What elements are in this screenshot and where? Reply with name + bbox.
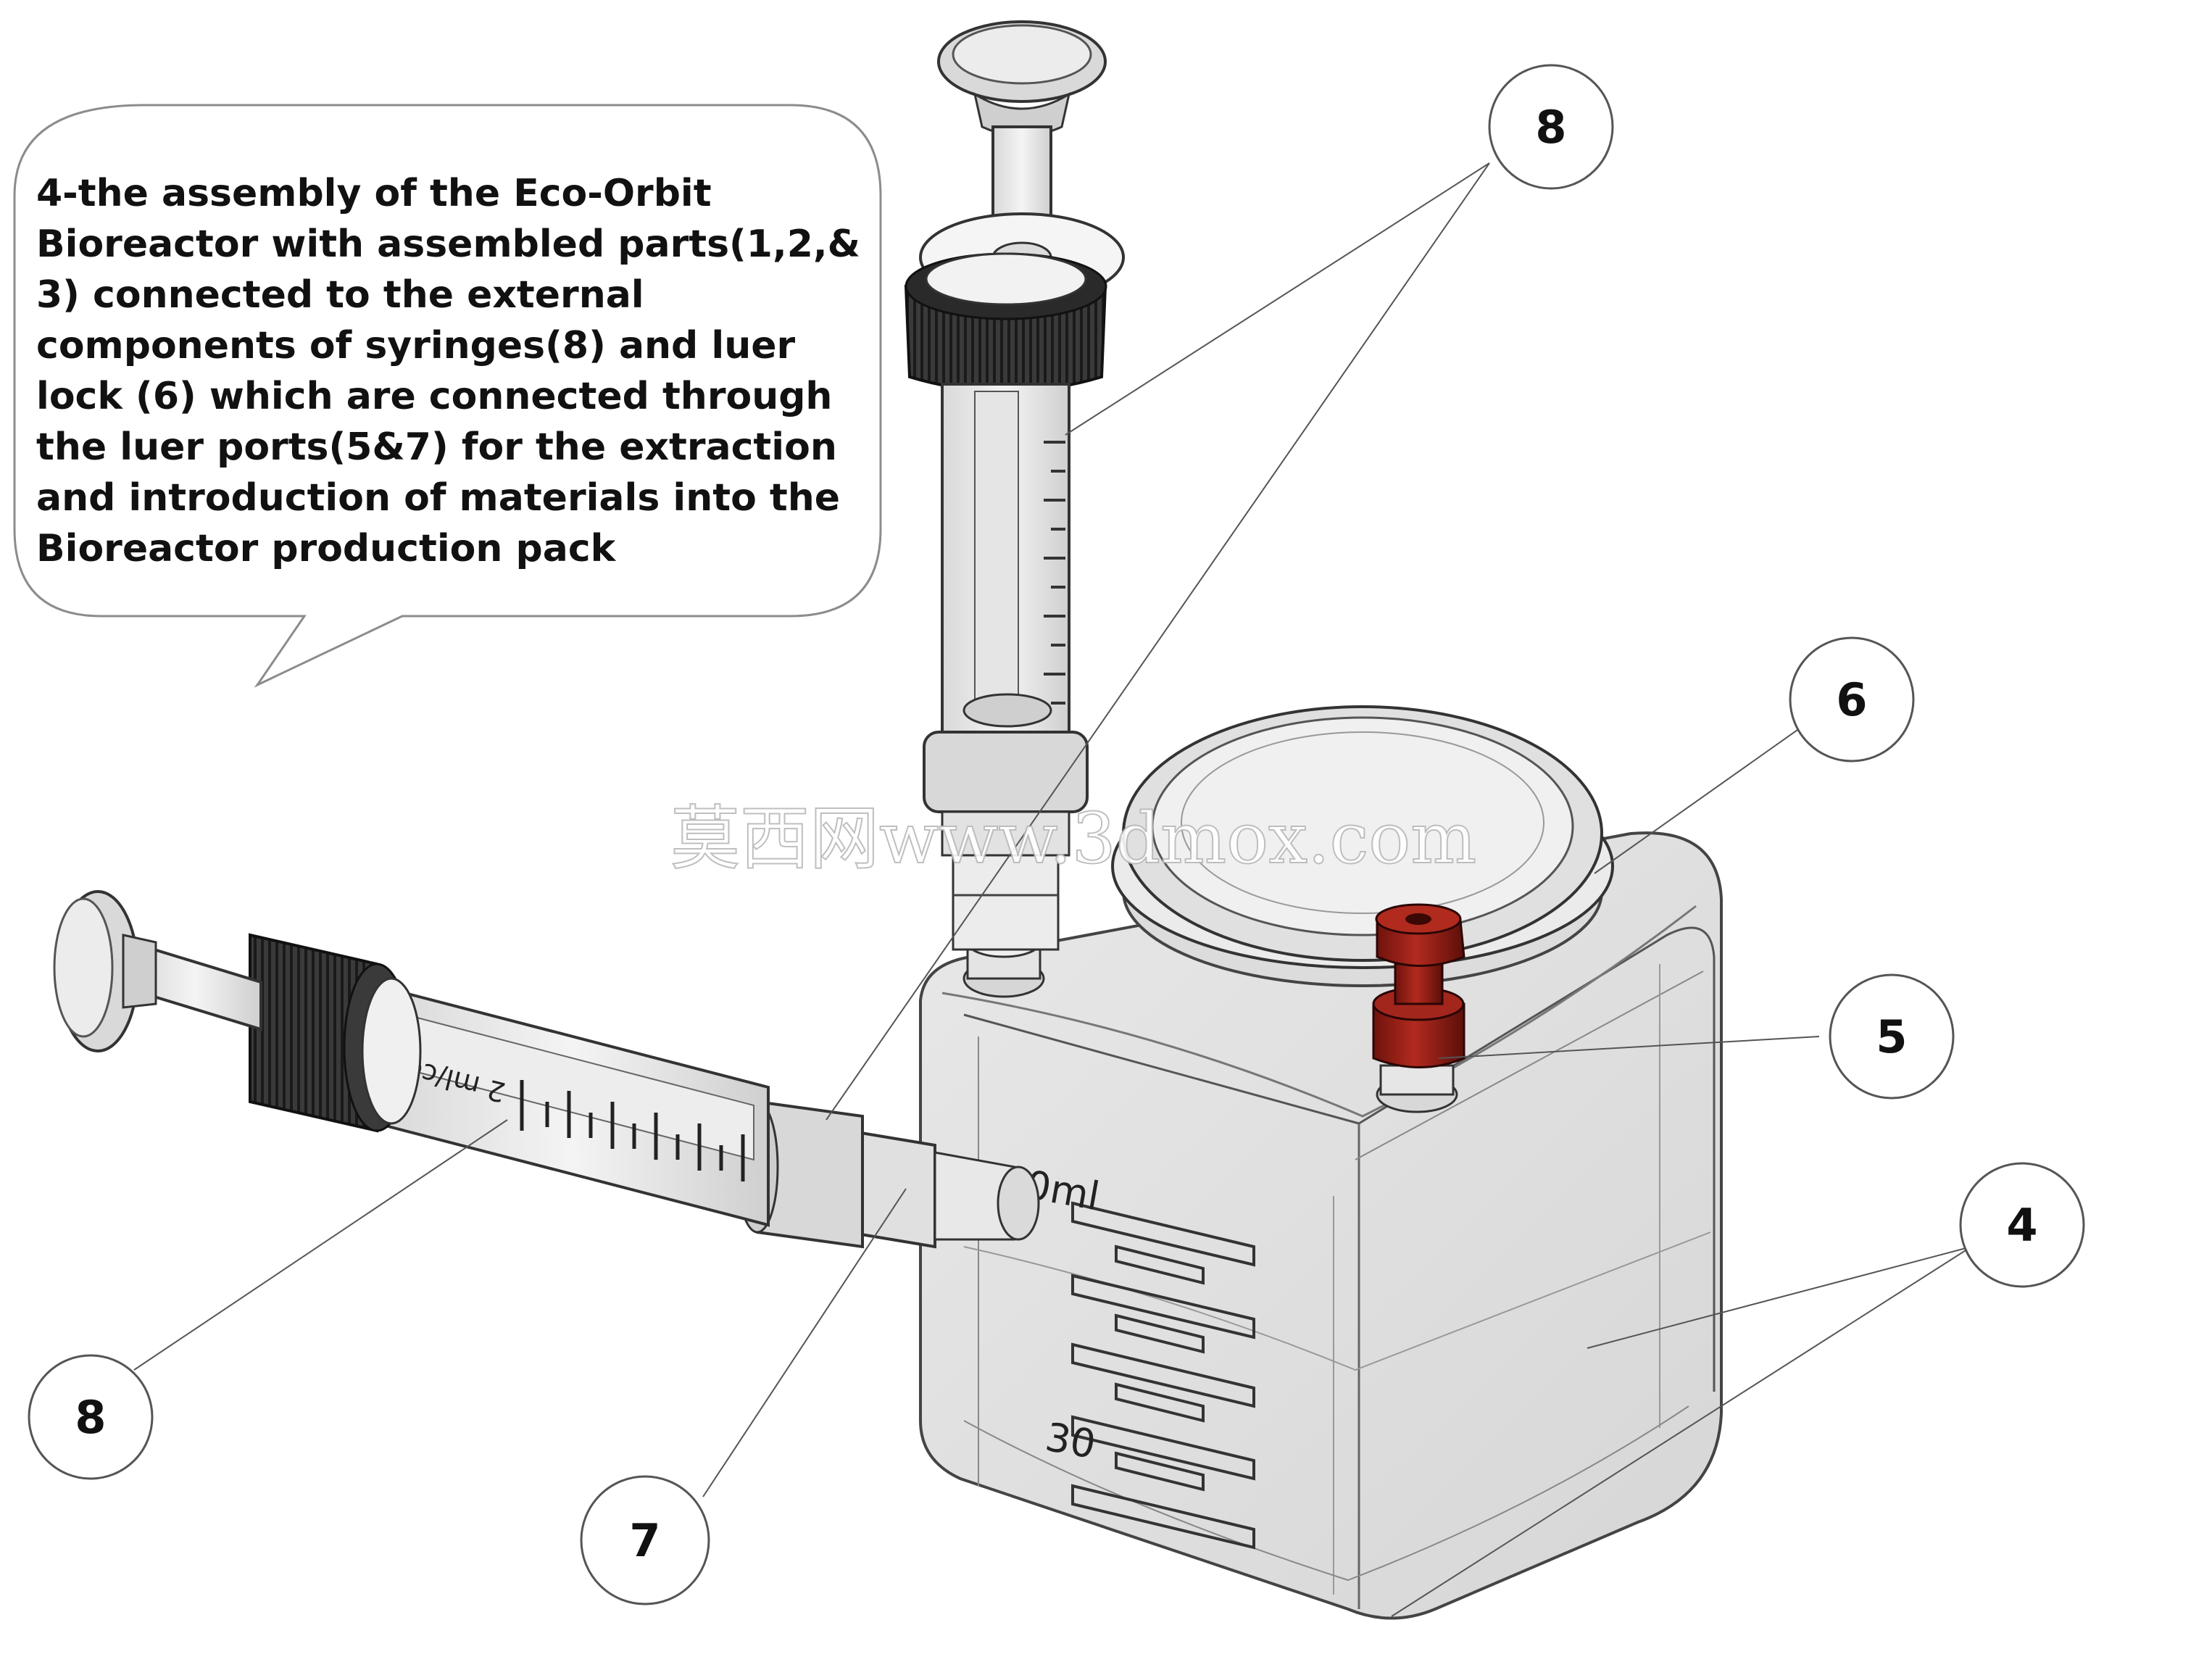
speech-bubble — [13, 104, 882, 688]
callout-label-7: 7 — [629, 1514, 660, 1567]
callout-syringe-left: 8 — [28, 1354, 154, 1480]
watermark-text: 莫西网www.3dmox.com — [670, 798, 1476, 879]
callout-label-6: 6 — [1836, 673, 1867, 726]
callout-label-4: 4 — [2006, 1199, 2037, 1252]
syringe-horizontal: 2 ml/cc — [53, 890, 1040, 1249]
caption-line: 4-the assembly of the Eco-Orbit — [36, 172, 712, 215]
callout-bottle: 4 — [1959, 1162, 2085, 1288]
caption-text: 4-the assembly of the Eco-Orbit Bioreact… — [36, 168, 870, 574]
callout-label-8-top: 8 — [1535, 101, 1566, 154]
leader-lines — [133, 162, 1972, 1617]
caption-line: components of syringes(8) and luer — [36, 324, 796, 367]
bottle-lid — [1111, 705, 1614, 987]
graduation-30: 30 — [1042, 1414, 1099, 1468]
callout-label-8-left: 8 — [75, 1391, 106, 1444]
syringe-vertical — [904, 20, 1125, 951]
caption-line: Bioreactor with assembled parts(1,2,& — [36, 223, 861, 266]
luer-lock-red — [1372, 903, 1465, 1068]
caption-line: 3) connected to the external — [36, 273, 644, 317]
caption-line: and introduction of materials into the — [36, 476, 841, 520]
caption-line: Bioreactor production pack — [36, 527, 616, 570]
caption-line: lock (6) which are connected through — [36, 375, 833, 418]
callout-port-7: 7 — [580, 1475, 710, 1605]
callout-luer-lock: 6 — [1789, 636, 1915, 763]
callout-label-5: 5 — [1876, 1010, 1907, 1063]
callout-port-5: 5 — [1829, 973, 1955, 1100]
caption-line: the luer ports(5&7) for the extraction — [36, 425, 837, 469]
callout-syringe-top: 8 — [1488, 64, 1614, 190]
luer-port-5 — [1376, 1064, 1458, 1113]
